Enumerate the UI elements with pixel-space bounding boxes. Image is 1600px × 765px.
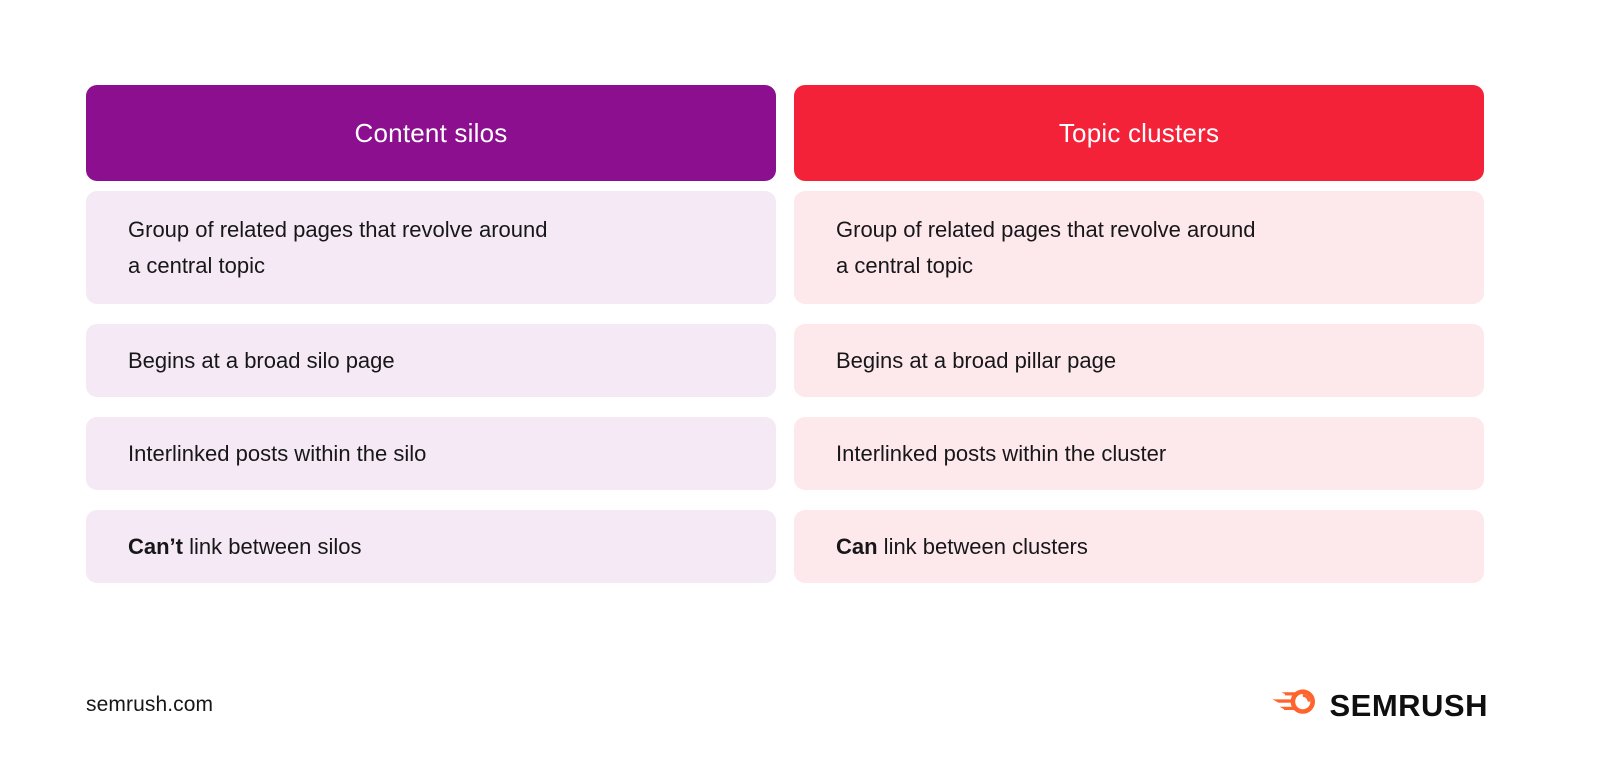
cell-text-emphasis: Can’t xyxy=(128,533,183,559)
semrush-comet-icon xyxy=(1271,686,1317,725)
cell-text: Interlinked posts within the cluster xyxy=(836,440,1167,466)
table-row: Can link between clusters xyxy=(794,510,1484,583)
cell-text: Can link between clusters xyxy=(836,529,1088,565)
comparison-table: Content silos Group of related pages tha… xyxy=(86,85,1484,583)
column-header-content-silos: Content silos xyxy=(86,85,776,181)
cell-text: Group of related pages that revolve arou… xyxy=(128,216,548,278)
cell-text: Begins at a broad silo page xyxy=(128,347,395,373)
cell-text-rest: link between silos xyxy=(183,533,362,559)
column-header-topic-clusters: Topic clusters xyxy=(794,85,1484,181)
cell-text: Group of related pages that revolve arou… xyxy=(836,216,1256,278)
table-row: Interlinked posts within the silo xyxy=(86,417,776,490)
semrush-logo: SEMRUSH xyxy=(1271,686,1488,725)
column-header-label: Content silos xyxy=(354,118,508,148)
table-row: Can’t link between silos xyxy=(86,510,776,583)
table-row: Interlinked posts within the cluster xyxy=(794,417,1484,490)
column-header-label: Topic clusters xyxy=(1058,118,1220,148)
cell-text: Begins at a broad pillar page xyxy=(836,347,1117,373)
cell-text: Can’t link between silos xyxy=(128,529,362,565)
table-row: Group of related pages that revolve arou… xyxy=(86,191,776,304)
table-row: Group of related pages that revolve arou… xyxy=(794,191,1484,304)
column-content-silos: Content silos Group of related pages tha… xyxy=(86,85,776,583)
table-row: Begins at a broad silo page xyxy=(86,324,776,397)
cell-text-emphasis: Can xyxy=(836,533,878,559)
cell-text-rest: link between clusters xyxy=(877,533,1088,559)
cell-text: Interlinked posts within the silo xyxy=(128,440,427,466)
footer-source-url: semrush.com xyxy=(86,693,214,716)
semrush-wordmark: SEMRUSH xyxy=(1329,688,1488,723)
column-topic-clusters: Topic clusters Group of related pages th… xyxy=(794,85,1484,583)
table-row: Begins at a broad pillar page xyxy=(794,324,1484,397)
